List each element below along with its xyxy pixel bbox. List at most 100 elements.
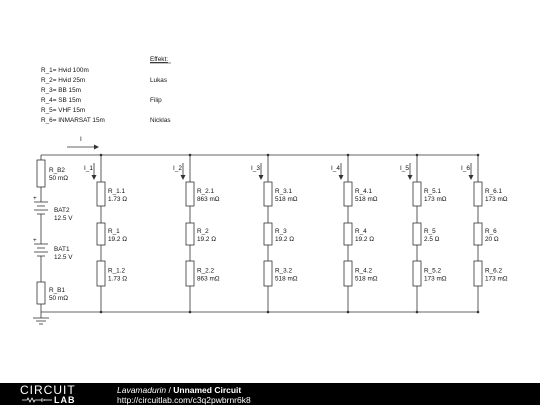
resistor-value: 2.5 Ω [424,236,440,243]
resistor-value: 173 mΩ [424,276,447,283]
resistor-3-top [263,181,273,207]
resistor-4-mid [343,222,353,246]
legend-line-6: R_6= INMARSAT 15m [41,117,105,124]
rb2-name: R_B2 [49,167,65,174]
resistor-name: R_1 [108,228,120,235]
resistor-value: 173 mΩ [485,196,508,203]
legend-line-5: R_5= VHF 15m [41,107,85,114]
arrow-down-icon [468,175,474,180]
logo-text-top: CIRCUIT [20,383,76,397]
branch-current-label: I_2 [173,165,182,172]
resistor-2-mid [185,222,195,246]
junction-dot [188,153,192,157]
circuit-url-link[interactable]: http://circuitlab.com/c3q2pwbrnr6k8 [117,395,251,405]
resistor-name: R_1.2 [108,268,125,275]
resistor-name: R_2 [197,228,209,235]
resistor-value: 20 Ω [485,236,499,243]
resistor-name: R_6.2 [485,268,502,275]
junction-dot [415,153,419,157]
footer: CIRCUIT LAB Lavamadurin / Unnamed Circui… [0,383,540,405]
bat2-value: 12.5 V [54,215,73,222]
circuitlab-logo[interactable]: CIRCUIT LAB [20,384,92,405]
bat1-plus: + [33,237,37,244]
footer-title-line: Lavamadurin / Unnamed Circuit [117,385,241,395]
effekt-header: Effekt: [150,56,168,63]
arrow-down-icon [91,175,97,180]
resistor-name: R_6.1 [485,188,502,195]
title-separator: / [166,385,174,395]
resistor-value: 518 mΩ [355,276,378,283]
resistor-value: 863 mΩ [197,276,220,283]
resistor-1-mid [96,222,106,246]
junction-dot [99,310,103,314]
resistor-value: 19.2 Ω [108,236,127,243]
legend-name-filip: Filip [150,97,162,104]
resistor-value: 518 mΩ [275,196,298,203]
legend-line-4: R_4= SB 15m [41,97,81,104]
resistor-value: 518 mΩ [355,196,378,203]
junction-dot [476,310,480,314]
resistor-value: 173 mΩ [485,276,508,283]
resistor-value: 19.2 Ω [197,236,216,243]
resistor-6-bot [473,260,483,287]
author-link[interactable]: Lavamadurin [117,385,167,395]
resistor-name: R_2.2 [197,268,214,275]
branch-current-label: I_5 [400,165,409,172]
arrow-down-icon [258,175,264,180]
resistor-value: 863 mΩ [197,196,220,203]
resistor-name: R_5.2 [424,268,441,275]
resistor-5-bot [412,260,422,287]
rb1-name: R_B1 [49,287,65,294]
resistor-value: 173 mΩ [424,196,447,203]
arrow-down-icon [180,175,186,180]
legend-line-1: R_1= Hvid 100m [41,67,89,74]
resistor-name: R_5.1 [424,188,441,195]
resistor-name: R_3.1 [275,188,292,195]
legend-name-nicklas: Nicklas [150,117,171,124]
branches: R_1.11.73 ΩR_119.2 ΩR_1.21.73 ΩI_1R_2.18… [84,153,508,314]
resistor-6-top [473,181,483,207]
resistor-value: 19.2 Ω [275,236,294,243]
resistor-name: R_4.1 [355,188,372,195]
resistor-5-mid [412,222,422,246]
bat1-name: BAT1 [54,246,70,253]
battery-bat2-icon [34,200,48,218]
branch-current-label: I_6 [461,165,470,172]
resistor-3-bot [263,260,273,287]
total-current-label: I [80,136,82,143]
resistor-1-bot [96,260,106,287]
bat1-value: 12.5 V [54,254,73,261]
rb1-value: 50 mΩ [49,295,68,302]
resistor-rb2 [36,159,46,188]
resistor-1-top [96,181,106,207]
legend-line-2: R_2= Hvid 25m [41,77,85,84]
branch-current-label: I_1 [84,165,93,172]
logo-circuit-glyph-icon [22,397,52,403]
branch-current-label: I_3 [251,165,260,172]
resistor-value: 1.73 Ω [108,196,127,203]
resistor-value: 1.73 Ω [108,276,127,283]
wires [40,154,478,318]
resistor-name: R_6 [485,228,497,235]
junction-dot [266,153,270,157]
resistor-name: R_5 [424,228,436,235]
arrow-right-icon [94,144,99,150]
junction-dot [476,153,480,157]
resistor-4-top [343,181,353,207]
battery-bat1-icon [34,242,48,262]
junction-dot [415,310,419,314]
junction-dot [99,153,103,157]
resistor-5-top [412,181,422,207]
rb2-value: 50 mΩ [49,175,68,182]
resistor-name: R_3.2 [275,268,292,275]
branch-current-label: I_4 [331,165,340,172]
resistor-3-mid [263,222,273,246]
left-source: R_B2 50 mΩ + BAT2 12.5 V + BAT1 12.5 V R… [33,159,73,325]
junction-dot [188,310,192,314]
junction-dot [346,310,350,314]
legend-name-lukas: Lukas [150,77,167,84]
